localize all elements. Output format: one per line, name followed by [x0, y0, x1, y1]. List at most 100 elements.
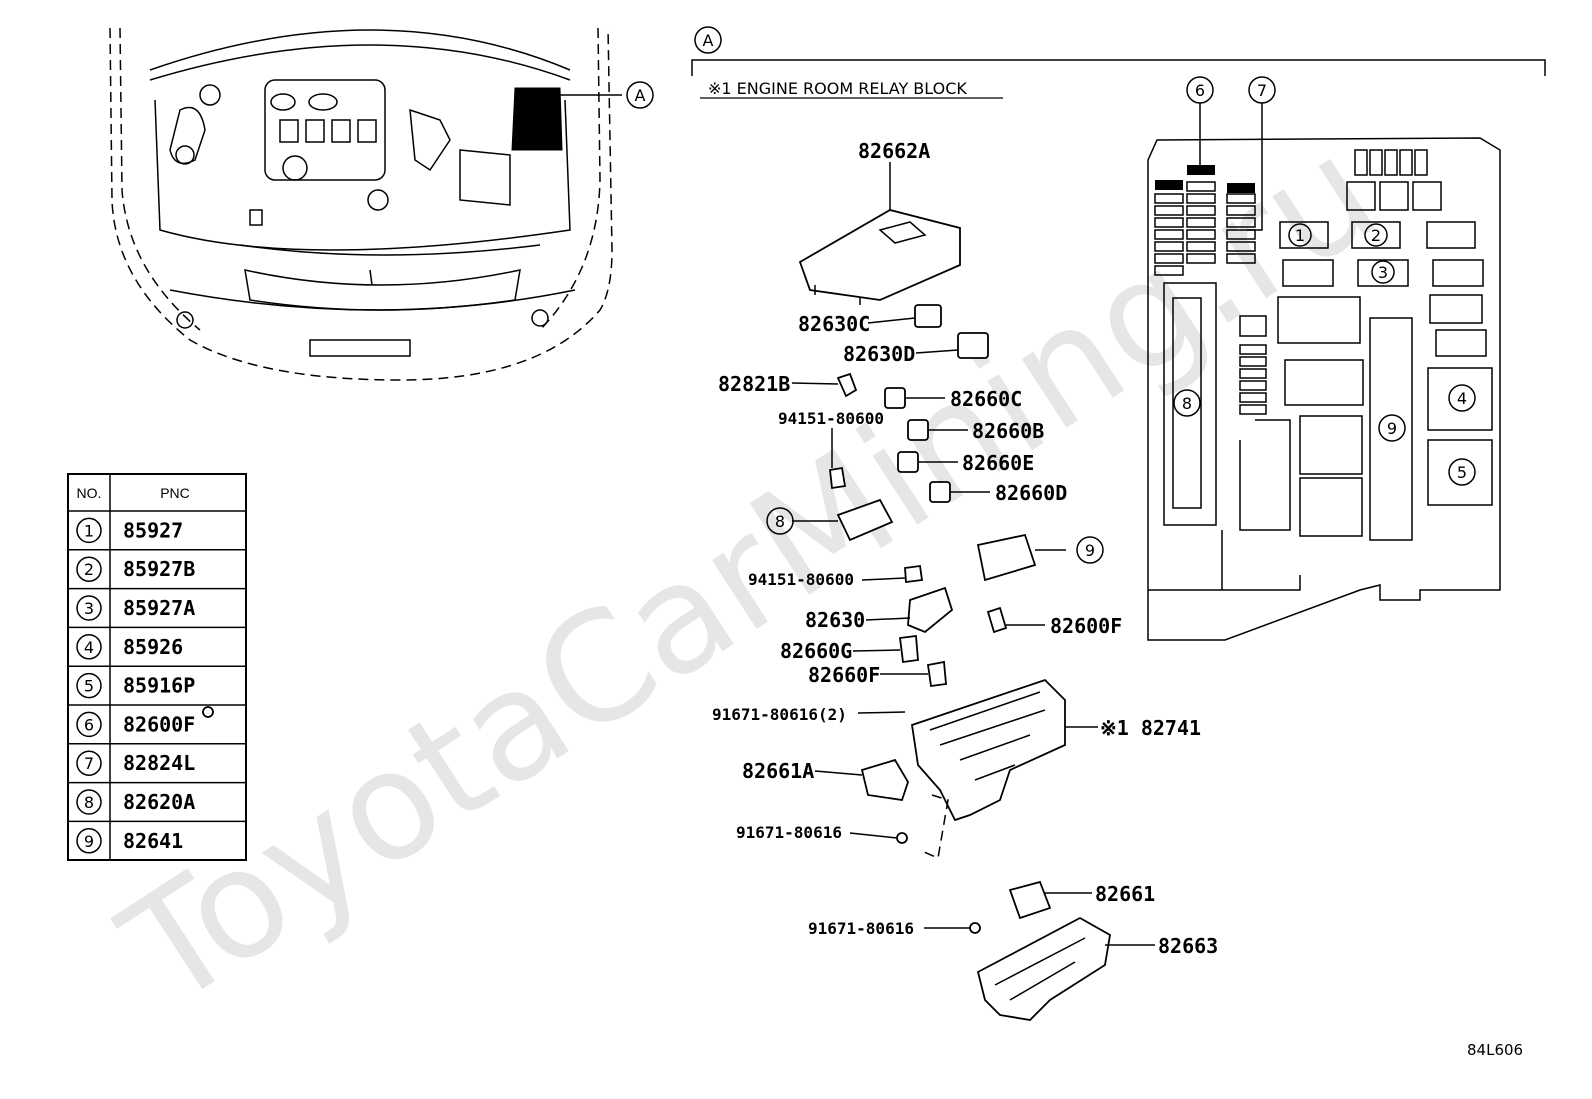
- cover-82662A: [798, 209, 961, 301]
- relay-block-layout: [1147, 76, 1501, 641]
- fuse-slot: [1186, 205, 1216, 216]
- part-9-connector: [976, 533, 1037, 582]
- part-8-bracket: [836, 498, 894, 542]
- table-row-pnc: 85916P: [123, 674, 195, 698]
- relay-number-6: 6: [1195, 81, 1205, 100]
- table-row-pnc: 82620A: [123, 790, 195, 814]
- callout-82630D: 82630D: [843, 342, 915, 366]
- fuse-slot: [1226, 241, 1256, 252]
- callout-82821B: 82821B: [718, 372, 790, 396]
- exploded-parts: [202, 209, 1111, 1021]
- relay-block-title: ※1 ENGINE ROOM RELAY BLOCK: [708, 79, 967, 98]
- part-82660D: [929, 481, 951, 503]
- table-row-number-circle: [76, 672, 102, 699]
- part-82661: [1008, 880, 1052, 920]
- section-a-marker-label: A: [703, 31, 714, 50]
- table-row-number-circle: [76, 711, 102, 738]
- table-row-pnc: 85926: [123, 635, 183, 659]
- table-row-no: 5: [84, 677, 94, 696]
- table-row-pnc: 82824L: [123, 751, 195, 775]
- relay-number-7: 7: [1257, 81, 1267, 100]
- table-row-number-circle: [76, 789, 102, 815]
- fuse-slot: [1154, 217, 1184, 228]
- part-82821B: [836, 372, 858, 398]
- callout-82630C: 82630C: [798, 312, 870, 336]
- fuse-slot: [1154, 205, 1184, 216]
- part-82600F: [986, 606, 1008, 634]
- bolt-icon: [202, 706, 214, 718]
- table-header-no: NO.: [77, 485, 102, 501]
- table-row-no: 1: [84, 521, 94, 540]
- callout-82741: ※1 82741: [1100, 716, 1201, 740]
- callout-82600F: 82600F: [1050, 614, 1122, 638]
- callout-82660D: 82660D: [995, 481, 1067, 505]
- table-row-number-circle: [76, 595, 102, 621]
- fuse-slot: [1186, 229, 1216, 240]
- table-row-number-circle: [76, 750, 102, 776]
- callout-82660B: 82660B: [972, 419, 1044, 443]
- mini-fuse-slot: [1239, 344, 1267, 355]
- callout-82660E: 82660E: [962, 451, 1034, 475]
- fuse-slot: [1154, 229, 1184, 240]
- callout-82663: 82663: [1158, 934, 1218, 958]
- callout-82662A: 82662A: [858, 139, 930, 163]
- table-row-number-circle: [76, 556, 102, 582]
- callout-82630: 82630: [805, 608, 865, 632]
- section-a-callout-label: A: [635, 86, 646, 105]
- section-a-header: A ※1 ENGINE ROOM RELAY BLOCK: [691, 26, 1546, 99]
- exploded-callout-8-circle: [766, 507, 794, 535]
- table-row-pnc: 85927: [123, 518, 183, 542]
- fuse-slot: [1226, 193, 1256, 204]
- callout-82660G: 82660G: [780, 639, 852, 663]
- table-row-number-circle: [76, 634, 102, 660]
- car-engine-bay-illustration: A: [109, 27, 654, 381]
- relay-number-8: 8: [1182, 394, 1192, 413]
- table-row-no: 6: [84, 715, 94, 734]
- callout-82660F: 82660F: [808, 663, 880, 687]
- relay-number-3: 3: [1378, 263, 1388, 282]
- section-a-callout-circle: [626, 81, 654, 109]
- part-82660F: [926, 660, 947, 688]
- fuse-slot: [1226, 205, 1256, 216]
- relay-number-4: 4: [1457, 389, 1467, 408]
- table-row-no: 2: [84, 560, 94, 579]
- fuse-slot: [1154, 193, 1184, 204]
- mini-fuse-slot: [1239, 380, 1267, 391]
- callout-91671-80616-2: 91671-80616(2): [712, 705, 847, 724]
- callout-91671-80616-b: 91671-80616: [736, 823, 842, 842]
- clip-94151-a: [829, 466, 847, 490]
- relay-number-1: 1: [1295, 226, 1305, 245]
- fuse-slot: [1226, 253, 1256, 264]
- table-row-no: 9: [84, 832, 94, 851]
- table-row-no: 7: [84, 754, 94, 773]
- mini-fuse-slot: [1239, 356, 1267, 367]
- part-82661A: [860, 758, 909, 802]
- callout-94151-80600-a: 94151-80600: [778, 409, 884, 428]
- bolt-91671-lower: [896, 832, 908, 844]
- table-row-pnc: 85927A: [123, 596, 195, 620]
- fuse-slot: [1154, 241, 1184, 252]
- relay-number-5: 5: [1457, 463, 1467, 482]
- fuse-slot: [1186, 253, 1216, 264]
- table-row-no: 8: [84, 793, 94, 812]
- table-row-pnc: 85927B: [123, 557, 195, 581]
- mini-fuse-slot: [1239, 368, 1267, 379]
- lower-cover-82663: [976, 916, 1111, 1021]
- callout-lines: [766, 162, 1155, 946]
- relay-number-9: 9: [1387, 419, 1397, 438]
- table-row-no: 4: [84, 638, 94, 657]
- mini-fuse-slot: [1239, 392, 1267, 403]
- part-82660C: [884, 387, 906, 409]
- callout-82660C: 82660C: [950, 387, 1022, 411]
- table-row-no: 3: [84, 599, 94, 618]
- exploded-callout-9: 9: [1085, 541, 1095, 560]
- section-a-marker-circle: [694, 26, 722, 54]
- table-row-number-circle: [76, 517, 102, 544]
- part-82660B: [907, 419, 929, 441]
- clip-94151-b: [904, 564, 924, 584]
- callout-82661: 82661: [1095, 882, 1155, 906]
- table-row-pnc: 82600F: [123, 712, 195, 736]
- diagram-code: 84L606: [1467, 1041, 1523, 1059]
- fuse-slot: [1154, 253, 1184, 264]
